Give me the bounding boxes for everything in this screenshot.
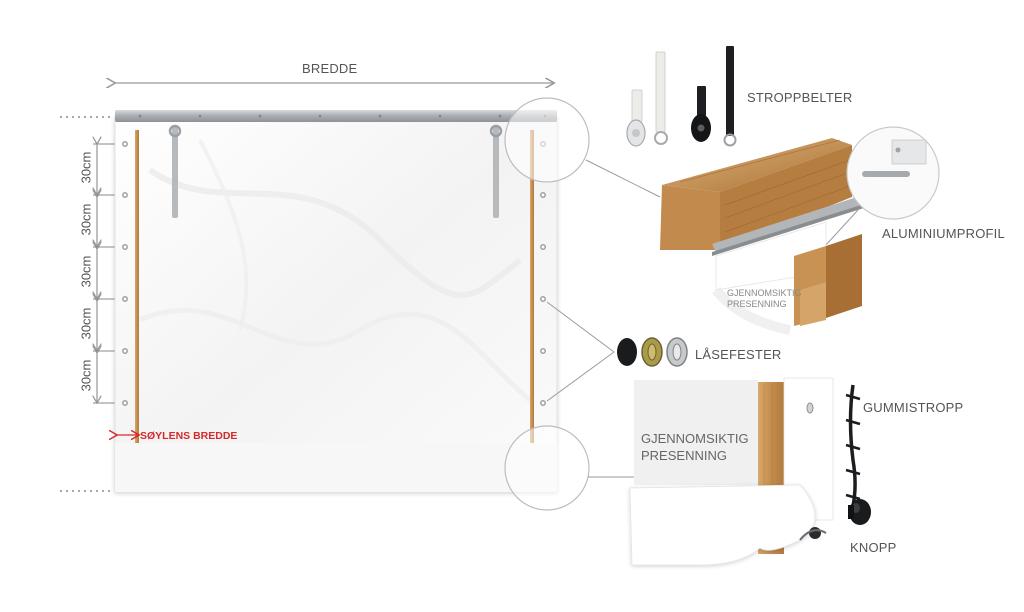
spacing-label-5: 30cm [78, 359, 94, 392]
strap-belts-label: STROPPBELTER [747, 90, 853, 105]
column-width-label: SØYLENS BREDDE [140, 430, 238, 442]
transparent-tarp-line2: PRESENNING [641, 448, 727, 463]
strap-belts-illustration [626, 46, 737, 147]
knob-label: KNOPP [850, 540, 897, 555]
lock-fasteners-illustration [617, 337, 688, 367]
width-label: BREDDE [302, 61, 358, 76]
hanging-straps [168, 124, 503, 218]
spacing-label-3: 30cm [78, 255, 94, 288]
knob-illustration [848, 499, 871, 525]
aluminium-profile-label: ALUMINIUMPROFIL [882, 226, 1005, 241]
top-right-magnifier [504, 97, 590, 183]
transparent-tarp-small-label: GJENNOMSIKTIG PRESENNING [727, 288, 802, 310]
spacing-label-4: 30cm [78, 307, 94, 340]
transparent-tarp-line1: GJENNOMSIKTIG [641, 431, 749, 446]
bottom-right-magnifier [504, 425, 590, 511]
spacing-label-2: 30cm [78, 203, 94, 236]
transparent-tarp-small-line1: GJENNOMSIKTIG [727, 288, 802, 298]
aluminium-profile-illustration [660, 138, 864, 335]
rubber-strap-illustration [845, 384, 861, 515]
rubber-strap-label: GUMMISTROPP [863, 400, 964, 415]
transparent-tarp-small-line2: PRESENNING [727, 299, 787, 309]
left-column-edge [135, 130, 139, 443]
transparent-tarp-label: GJENNOMSIKTIG PRESENNING [641, 430, 749, 464]
spacing-label-1: 30cm [78, 151, 94, 184]
profile-magnifier [846, 126, 940, 220]
tarp-panel [114, 116, 558, 493]
lock-fasteners-label: LÅSEFESTER [695, 347, 782, 362]
right-column-edge [530, 130, 534, 443]
bottom-detail-illustration [629, 377, 834, 566]
aluminium-rail [115, 110, 557, 122]
